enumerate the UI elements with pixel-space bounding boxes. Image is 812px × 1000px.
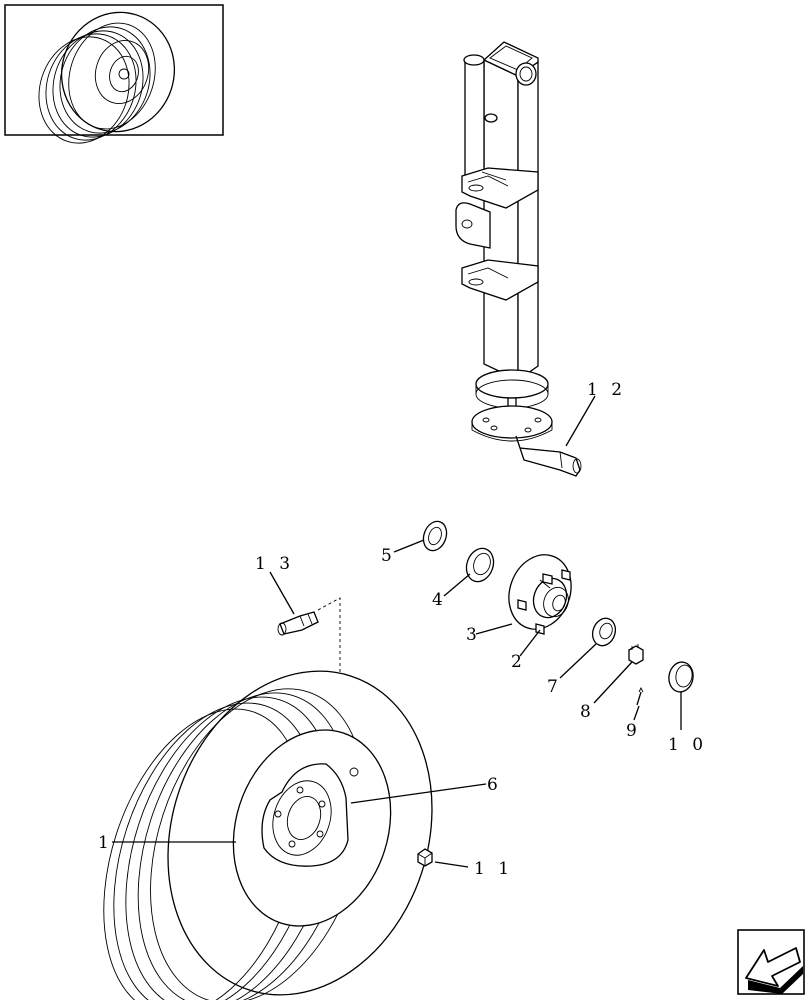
valve-stem — [277, 597, 341, 772]
callout-6: 6 — [487, 775, 502, 795]
callout-4: 4 — [432, 590, 447, 610]
callout-12: 1 2 — [587, 380, 626, 400]
callout-11: 1 1 — [474, 859, 513, 879]
callout-7: 7 — [547, 677, 562, 697]
callout-8: 8 — [580, 702, 595, 722]
hub — [508, 554, 572, 635]
washer — [422, 520, 448, 552]
cotter-pin — [636, 686, 644, 706]
callout-13: 1 3 — [255, 554, 294, 574]
callout-3: 3 — [466, 625, 481, 645]
callout-9: 9 — [626, 721, 641, 741]
callout-1: 1 — [98, 833, 113, 853]
wheel-rim — [261, 763, 359, 867]
bearing — [591, 617, 617, 647]
spindle-post — [455, 41, 582, 477]
callout-5: 5 — [381, 546, 396, 566]
dust-cap — [668, 661, 694, 693]
callout-10: 1 0 — [668, 735, 707, 755]
wheel-thumbnail-icon — [38, 11, 176, 144]
castle-nut — [628, 644, 644, 665]
leader-lines — [112, 395, 682, 868]
thumbnail-frame[interactable] — [4, 0, 224, 155]
lug-nut — [417, 848, 433, 867]
callout-2: 2 — [511, 652, 526, 672]
arrow-box-icon[interactable] — [737, 929, 805, 995]
seal — [465, 547, 495, 583]
